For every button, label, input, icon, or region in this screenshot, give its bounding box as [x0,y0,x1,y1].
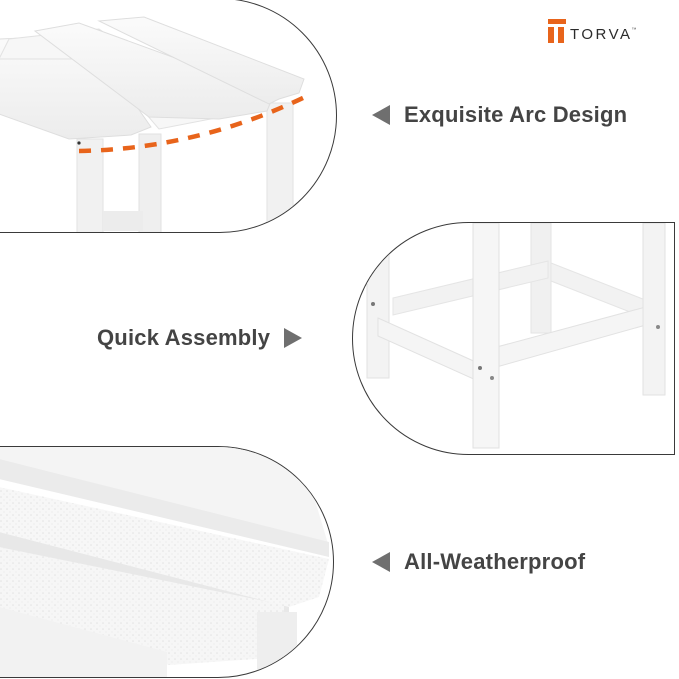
feature-weatherproof: All-Weatherproof [372,549,585,575]
table-legs-illustration [366,223,666,449]
quick-assembly-image [352,222,675,455]
torva-logo-icon [548,19,566,43]
table-top-illustration [0,16,310,232]
wet-slats-illustration [0,447,329,677]
feature-label: All-Weatherproof [404,549,586,574]
feature-quick-assembly: Quick Assembly [97,325,303,351]
triangle-left-icon [372,552,390,572]
arc-design-image [0,0,337,233]
feature-label: Quick Assembly [97,325,271,350]
feature-label: Exquisite Arc Design [404,102,628,127]
trademark-symbol: ™ [631,27,637,33]
triangle-left-icon [372,105,390,125]
weatherproof-image [0,446,334,678]
feature-arc-design: Exquisite Arc Design [372,102,627,128]
brand-logo: TORVA ™ [548,19,637,43]
triangle-right-icon [284,328,303,348]
brand-name: TORVA [570,26,633,43]
